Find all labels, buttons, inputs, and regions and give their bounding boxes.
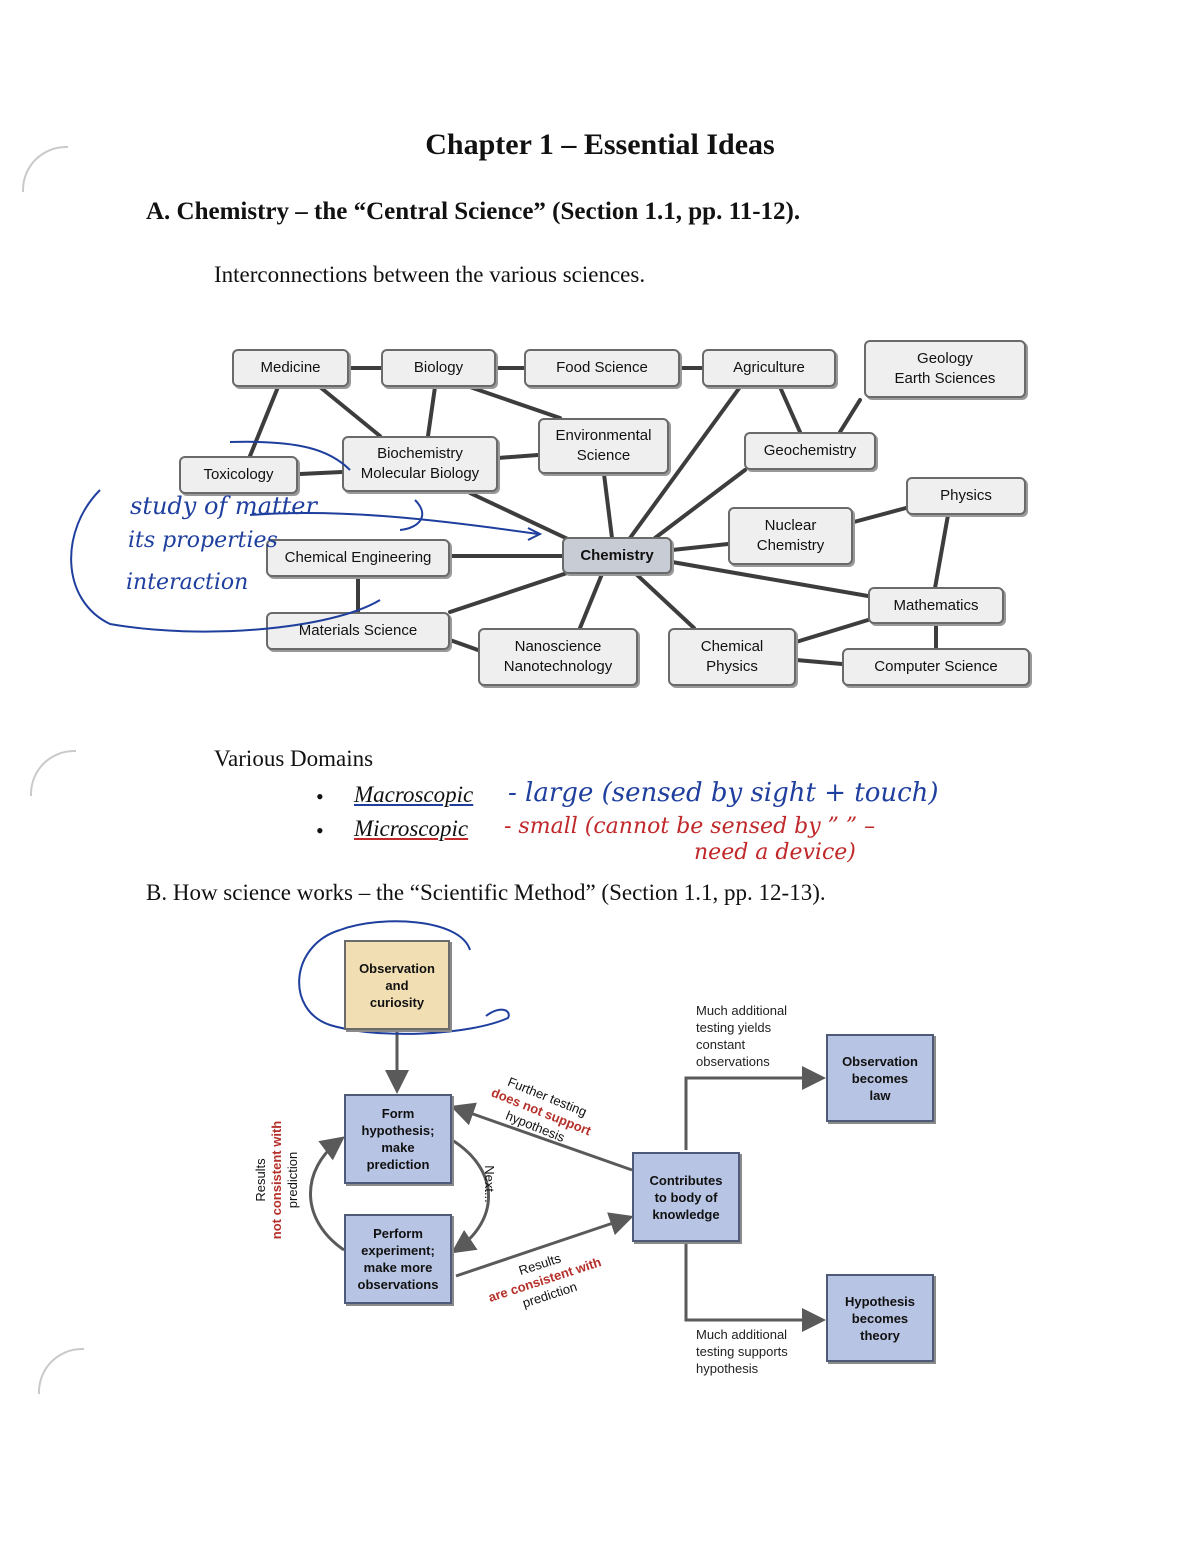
note-testing-yields: Much additional testing yields constant … (696, 1003, 788, 1069)
node-chemistry: Chemistry (562, 537, 672, 574)
node-biology: Biology (381, 349, 496, 387)
node-chemical-physics: Chemical Physics (668, 628, 796, 686)
node-toxicology: Toxicology (179, 456, 298, 494)
node-medicine: Medicine (232, 349, 349, 387)
node-materials-science: Materials Science (266, 612, 450, 650)
node-mathematics: Mathematics (868, 587, 1004, 624)
label-results-not-consistent: Results not consistent with prediction (253, 1120, 301, 1240)
box-hypothesis-theory: Hypothesis becomes theory (826, 1274, 934, 1362)
domain-microscopic-note-2: need a device) (694, 840, 856, 865)
section-a-heading: A. Chemistry – the “Central Science” (Se… (146, 198, 801, 225)
node-geochemistry: Geochemistry (744, 432, 876, 470)
box-observation: Observation and curiosity (344, 940, 450, 1030)
domains-title: Various Domains (214, 746, 374, 771)
domain-macroscopic: Macroscopic (354, 782, 474, 807)
handwritten-interaction: interaction (126, 570, 249, 595)
section-a-intro: Interconnections between the various sci… (214, 262, 646, 287)
domain-microscopic: Microscopic (354, 816, 469, 841)
node-food-science: Food Science (524, 349, 680, 387)
bullet-icon: • (316, 784, 324, 809)
node-physics: Physics (906, 477, 1026, 515)
node-geology: Geology Earth Sciences (864, 340, 1026, 398)
box-observation-law: Observation becomes law (826, 1034, 934, 1122)
domain-microscopic-note: - small (cannot be sensed by ” ” – (504, 814, 876, 839)
node-chemical-engineering: Chemical Engineering (266, 539, 450, 577)
handwritten-its-properties: its properties (128, 528, 278, 553)
bullet-icon: • (316, 818, 324, 843)
box-form-hypothesis: Form hypothesis; make prediction (344, 1094, 452, 1184)
label-next: Next... (481, 1165, 497, 1203)
node-nanoscience: Nanoscience Nanotechnology (478, 628, 638, 686)
box-contributes: Contributes to body of knowledge (632, 1152, 740, 1242)
handwritten-study-of-matter: study of matter (130, 492, 317, 520)
node-environmental: Environmental Science (538, 418, 669, 474)
box-perform-experiment: Perform experiment; make more observatio… (344, 1214, 452, 1304)
page-title: Chapter 1 – Essential Ideas (425, 128, 775, 161)
section-b-heading: B. How science works – the “Scientific M… (146, 880, 826, 905)
node-agriculture: Agriculture (702, 349, 836, 387)
domain-macroscopic-note: - large (sensed by sight + touch) (508, 778, 939, 808)
node-nuclear-chemistry: Nuclear Chemistry (728, 507, 853, 565)
node-computer-science: Computer Science (842, 648, 1030, 686)
note-testing-supports: Much additional testing supports hypothe… (696, 1327, 788, 1376)
